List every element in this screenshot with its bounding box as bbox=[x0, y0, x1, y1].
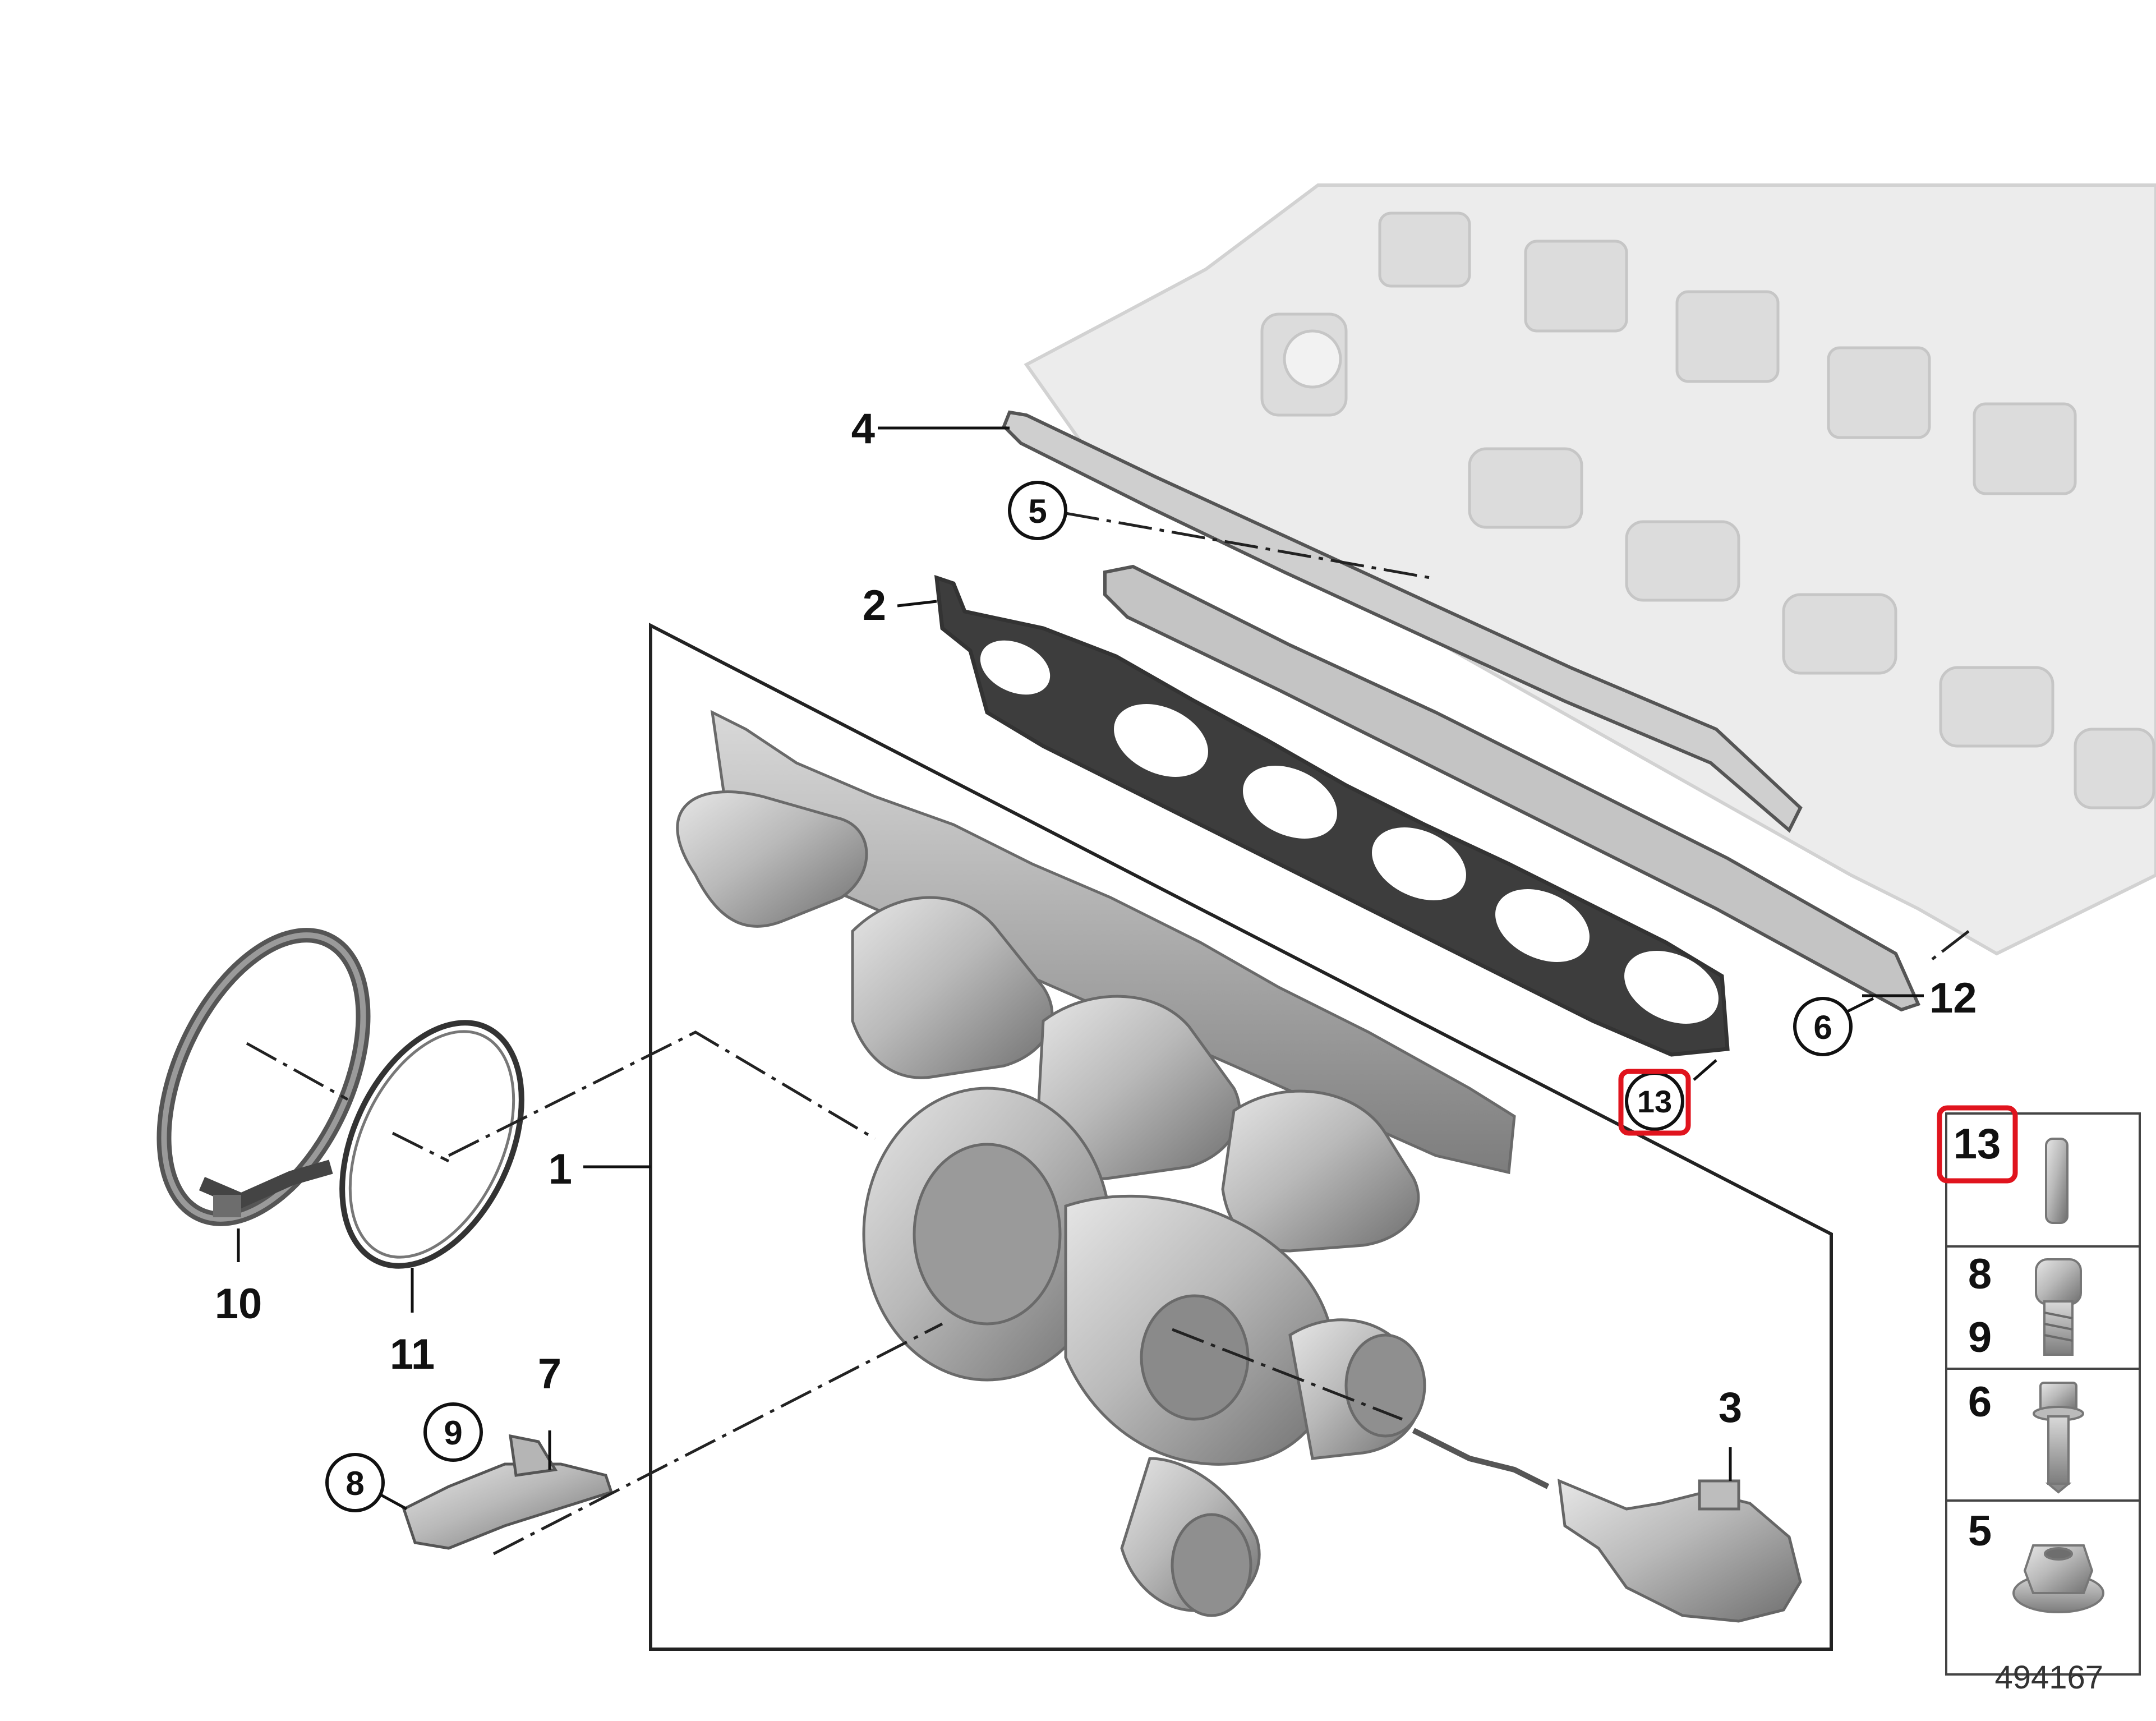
support-bracket bbox=[402, 1434, 614, 1550]
callout-1: 1 bbox=[549, 1145, 572, 1193]
legend-row-13: 13 bbox=[1937, 1105, 2069, 1224]
diagram-number: 494167 bbox=[1994, 1659, 2103, 1696]
legend-label-5: 5 bbox=[1968, 1507, 1992, 1555]
legend-row-6: 6 bbox=[1968, 1378, 2084, 1494]
v-band-clamp bbox=[156, 928, 371, 1226]
svg-text:5: 5 bbox=[1028, 493, 1047, 530]
svg-text:9: 9 bbox=[444, 1414, 462, 1452]
legend-highlight-13 bbox=[1937, 1105, 2018, 1184]
manifold-gasket-rail bbox=[1103, 564, 1921, 1012]
callout-9-circle: 9 bbox=[423, 1402, 483, 1462]
leader-lines bbox=[237, 426, 1924, 1511]
callout-labels: 1 2 3 4 7 10 11 12 5 6 8 9 13 bbox=[215, 405, 1977, 1512]
legend-row-5: 5 bbox=[1968, 1507, 2104, 1613]
callout-11: 11 bbox=[390, 1331, 435, 1378]
callout-2: 2 bbox=[863, 582, 886, 629]
callout-10: 10 bbox=[215, 1280, 262, 1328]
legend-label-6: 6 bbox=[1968, 1378, 1992, 1426]
legend-label-8: 8 bbox=[1968, 1250, 1992, 1298]
callout-3: 3 bbox=[1719, 1384, 1742, 1432]
callout-7: 7 bbox=[538, 1350, 561, 1398]
callout-4: 4 bbox=[851, 405, 875, 453]
sealing-ring bbox=[339, 1020, 524, 1269]
fastener-legend: 13 8 9 6 bbox=[1937, 1105, 2141, 1676]
gasket-upper-strip bbox=[1002, 410, 1803, 833]
assembly-dash-lines bbox=[246, 512, 1970, 1556]
flange-nut-icon bbox=[2012, 1544, 2104, 1613]
legend-row-8-9: 8 9 bbox=[1968, 1250, 2082, 1361]
callout-12: 12 bbox=[1929, 974, 1977, 1022]
dowel-pin-icon bbox=[2045, 1138, 2069, 1224]
legend-label-13: 13 bbox=[1954, 1120, 2001, 1168]
callout-13-circle: 13 bbox=[1618, 1069, 1691, 1136]
svg-text:6: 6 bbox=[1813, 1009, 1832, 1046]
highlight-box-13 bbox=[1618, 1069, 1691, 1136]
exhaust-manifold-gasket bbox=[934, 574, 1730, 1057]
hex-flange-bolt-icon bbox=[2033, 1382, 2084, 1494]
callout-5-circle: 5 bbox=[1008, 481, 1067, 540]
svg-text:13: 13 bbox=[1637, 1084, 1672, 1119]
wastegate-actuator bbox=[1412, 1428, 1802, 1623]
callout-6-circle: 6 bbox=[1793, 997, 1853, 1056]
turbo-assembly-frame bbox=[649, 623, 1833, 1651]
cylinder-head-ghost bbox=[1024, 183, 2156, 956]
exhaust-manifold-turbocharger bbox=[676, 710, 1516, 1617]
torx-bolt-icon bbox=[2035, 1258, 2082, 1356]
legend-label-9: 9 bbox=[1968, 1314, 1992, 1361]
svg-text:8: 8 bbox=[345, 1465, 364, 1502]
callout-8-circle: 8 bbox=[325, 1453, 385, 1512]
